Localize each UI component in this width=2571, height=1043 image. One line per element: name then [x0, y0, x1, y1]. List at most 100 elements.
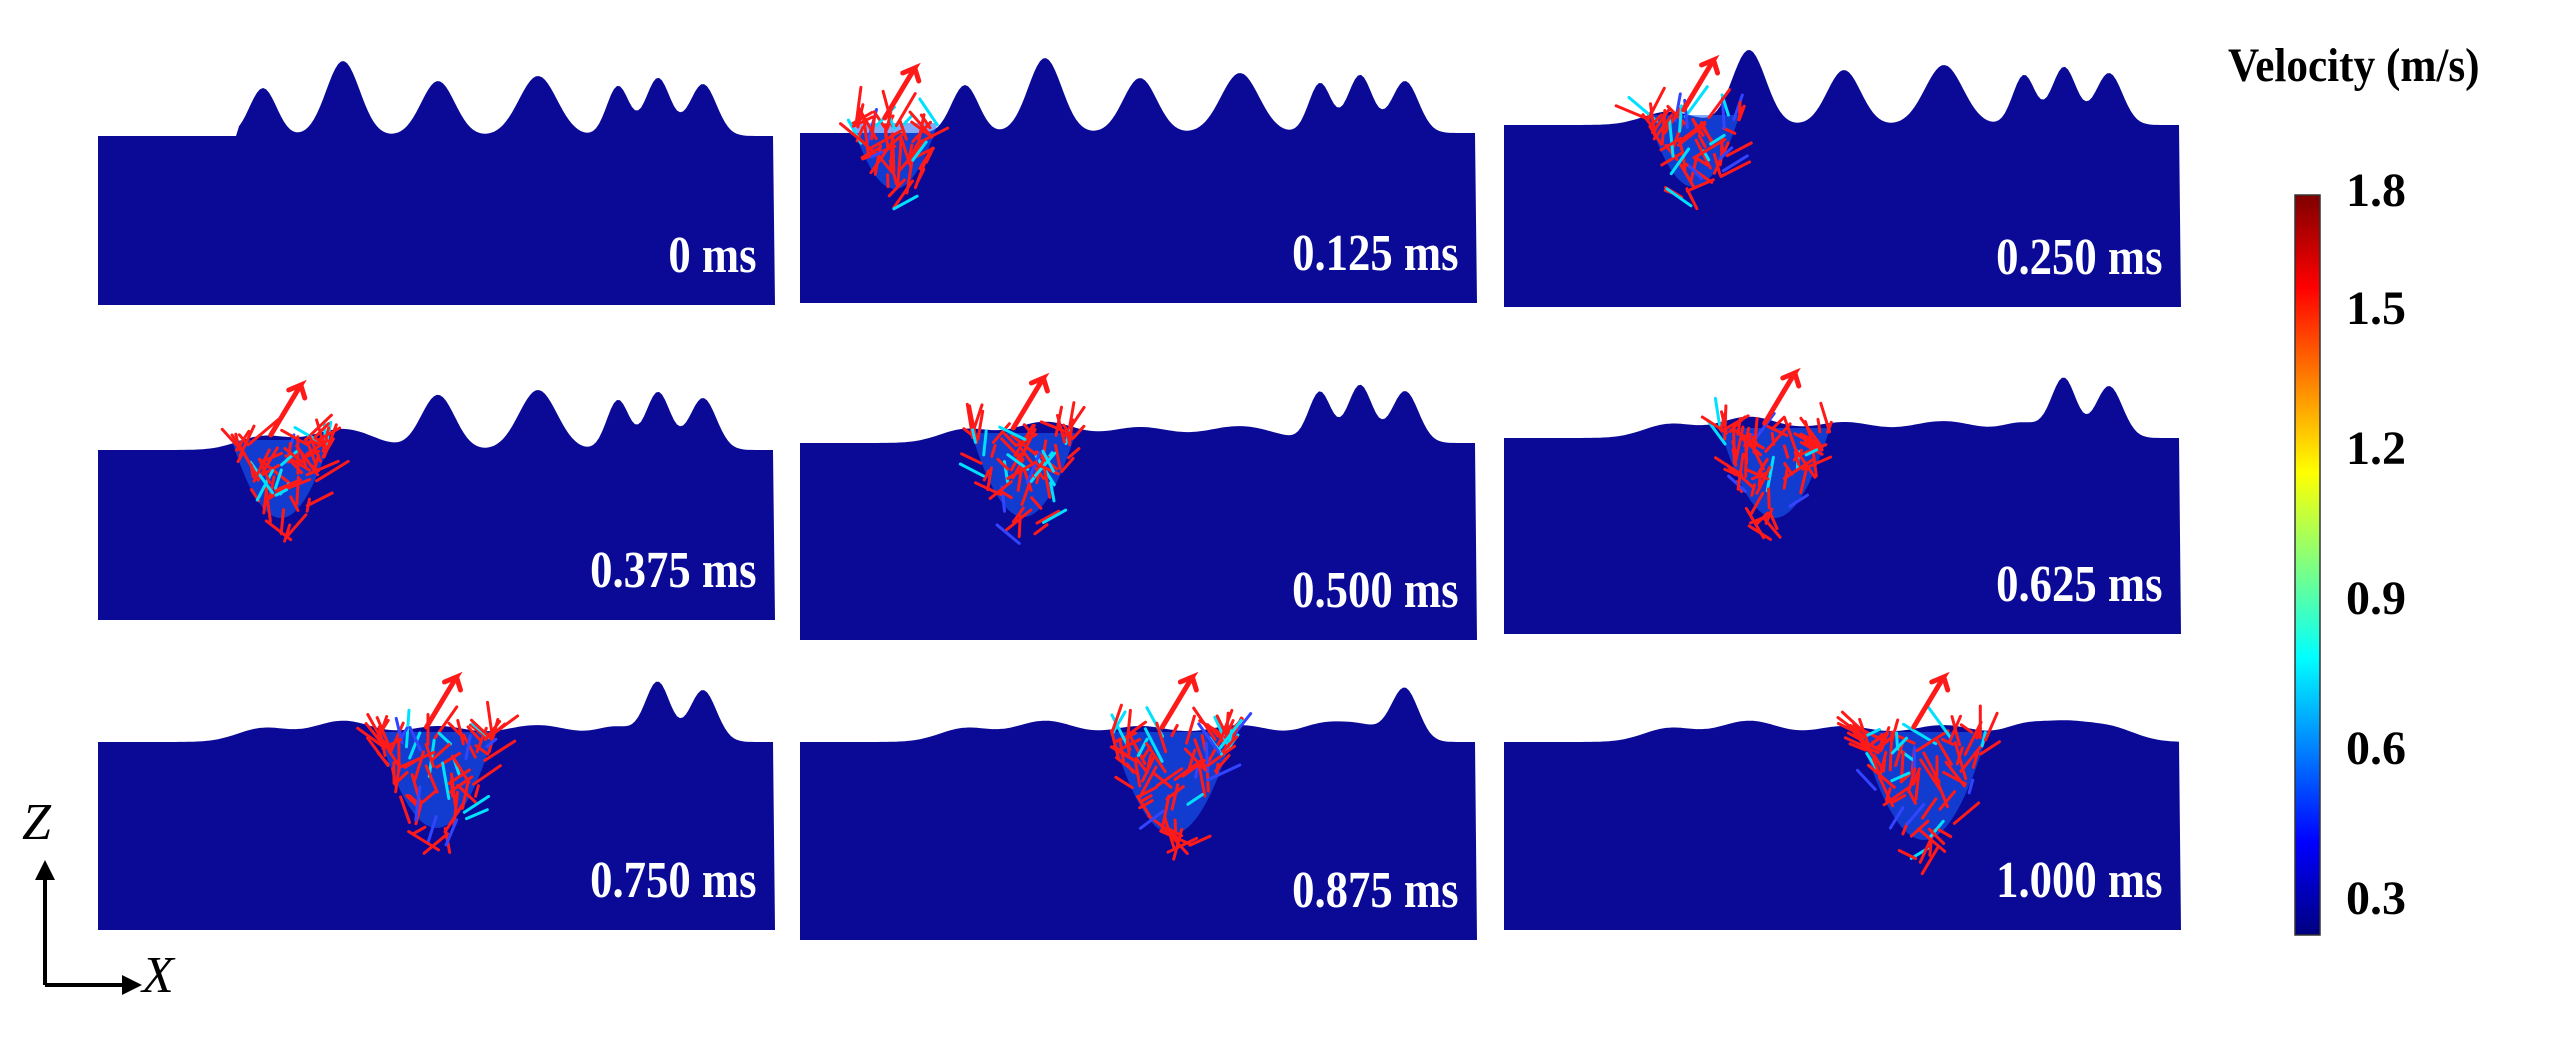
velocity-vector — [870, 150, 884, 159]
axes-indicator — [35, 860, 142, 995]
velocity-vector — [283, 523, 292, 543]
velocity-vector — [1919, 758, 1942, 792]
material-cross-section — [1504, 720, 2181, 930]
velocity-vector — [1218, 708, 1234, 743]
velocity-vector — [444, 818, 459, 847]
frame-panel — [98, 379, 775, 620]
velocity-vectors — [1700, 396, 1833, 541]
velocity-vector — [486, 700, 494, 737]
velocity-vector — [1152, 771, 1173, 789]
velocity-vector — [1068, 418, 1075, 444]
velocity-vector — [279, 508, 285, 536]
velocity-vector — [462, 794, 491, 814]
velocity-vector — [1757, 457, 1769, 474]
velocity-vector — [1816, 417, 1822, 434]
velocity-vector — [1959, 741, 1985, 773]
velocity-vector — [435, 752, 461, 769]
x-axis-label: X — [142, 947, 174, 1004]
velocity-vector — [1736, 452, 1745, 491]
colorbar-title: Velocity (m/s) — [2228, 39, 2480, 92]
velocity-vector — [1725, 141, 1753, 158]
velocity-vector — [451, 754, 471, 784]
velocity-vector — [1895, 731, 1899, 750]
velocity-vector — [1901, 822, 1909, 836]
velocity-vector — [1856, 768, 1877, 791]
velocity-vector — [1905, 803, 1926, 826]
velocity-vector — [1134, 756, 1149, 774]
velocity-vector — [1950, 715, 1962, 747]
velocity-vector — [262, 488, 268, 515]
velocity-vector — [919, 113, 932, 130]
velocity-vector — [378, 715, 389, 736]
velocity-vector — [1156, 767, 1184, 787]
velocity-vector — [1688, 164, 1703, 180]
velocity-vector — [1804, 448, 1819, 457]
velocity-vector — [474, 744, 490, 756]
velocity-vector — [1706, 418, 1727, 446]
velocity-vector — [1676, 122, 1707, 147]
velocity-vector — [388, 721, 405, 755]
velocity-vector — [839, 122, 867, 145]
velocity-vector — [1043, 467, 1052, 499]
velocity-vector — [854, 85, 863, 126]
velocity-vector — [1894, 742, 1904, 768]
velocity-vectors — [1109, 703, 1253, 861]
velocity-vector — [391, 767, 398, 788]
velocity-vector — [1193, 738, 1208, 771]
velocity-vector — [456, 719, 465, 746]
velocity-vector — [998, 425, 1027, 441]
velocity-vector — [1215, 762, 1220, 777]
velocity-vector — [1697, 134, 1707, 149]
velocity-vector — [238, 424, 256, 457]
velocity-vector — [1819, 401, 1832, 434]
velocity-vector — [986, 466, 993, 492]
velocity-vector — [900, 113, 914, 128]
velocity-vector — [1720, 414, 1750, 433]
velocity-vector — [1727, 474, 1747, 493]
frame-panel — [800, 372, 1477, 640]
frame-time-label: 0.375 ms — [590, 542, 757, 599]
velocity-vector — [851, 115, 874, 128]
velocity-vector — [1765, 455, 1775, 493]
velocity-vector — [422, 832, 449, 855]
velocity-vector — [274, 468, 283, 490]
velocity-vector — [421, 789, 438, 804]
velocity-vector — [1980, 731, 1987, 748]
velocity-vector — [1110, 710, 1127, 736]
velocity-vector — [1712, 153, 1722, 176]
velocity-vector — [1206, 763, 1242, 782]
velocity-vector — [1668, 118, 1675, 158]
velocity-vector — [1975, 726, 1982, 740]
velocity-vector — [274, 488, 288, 497]
material-cross-section — [98, 61, 775, 305]
velocity-vector — [465, 808, 489, 821]
velocity-vector — [1063, 405, 1086, 437]
velocity-vector — [860, 145, 882, 160]
velocity-vector — [889, 132, 894, 170]
velocity-vector — [1141, 755, 1156, 783]
velocity-vector — [1185, 714, 1196, 745]
velocity-vector — [1722, 126, 1737, 135]
velocity-vector — [892, 194, 919, 211]
velocity-vector — [1752, 416, 1759, 454]
velocity-vector — [466, 725, 483, 742]
velocity-vector — [1138, 799, 1154, 810]
velocity-vector — [268, 475, 276, 499]
velocity-vector — [321, 426, 331, 453]
velocity-vector — [1803, 420, 1815, 445]
velocity-vector — [1049, 481, 1056, 503]
velocity-vector — [1914, 771, 1921, 801]
x-arrowhead — [122, 975, 142, 995]
velocity-vector — [1665, 187, 1693, 208]
velocity-vector — [408, 726, 422, 752]
velocity-vector — [315, 459, 350, 483]
velocity-vector — [1967, 778, 1975, 795]
velocity-vector — [1042, 508, 1068, 524]
spatter-vector — [1159, 671, 1199, 730]
velocity-vector — [1067, 447, 1081, 460]
velocity-vector — [305, 459, 340, 477]
velocity-vector — [1173, 759, 1203, 781]
velocity-vector — [1030, 496, 1043, 510]
velocity-vector — [1227, 729, 1234, 744]
velocity-vector — [356, 726, 384, 748]
